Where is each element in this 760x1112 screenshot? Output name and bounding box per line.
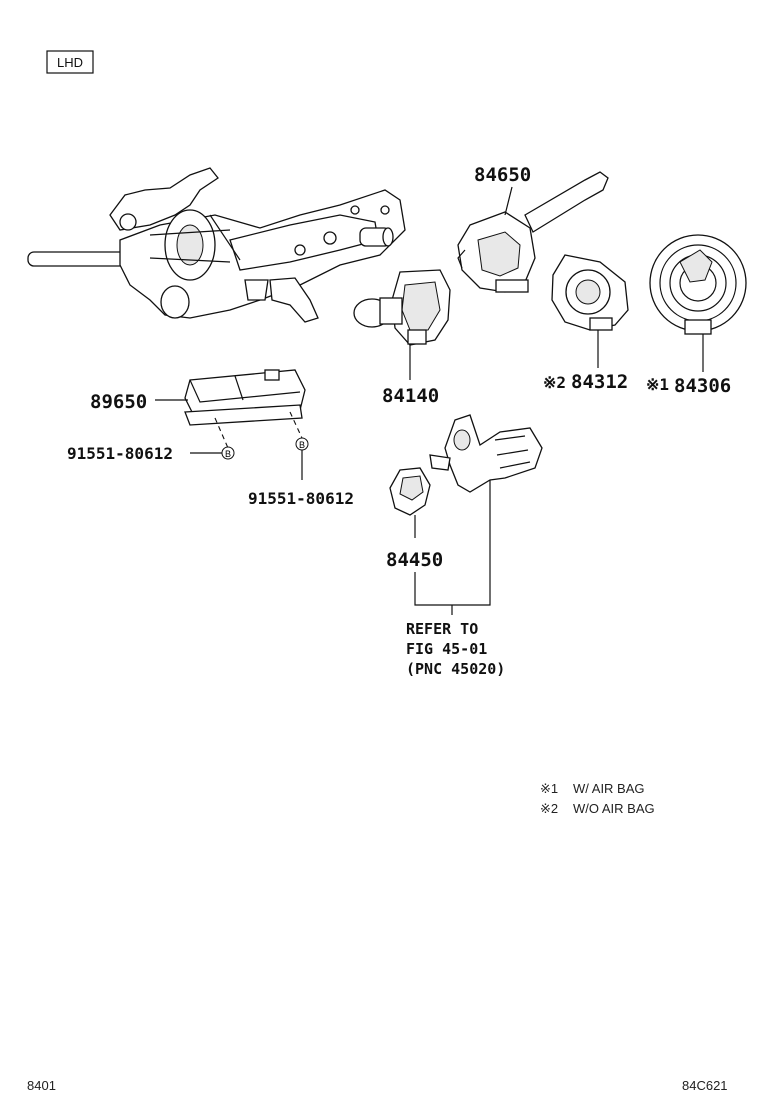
clip-letter-b: B	[299, 440, 305, 450]
spiral-cable-84312-drawing	[551, 254, 629, 331]
clip-marker-a: B	[221, 446, 235, 460]
steering-column-drawing	[27, 167, 406, 323]
clip-letter-a: B	[225, 449, 231, 459]
footer-right-code: 84C621	[682, 1078, 728, 1093]
refer-line-2: FIG 45-01	[406, 640, 487, 658]
note-2-text: W/O AIR BAG	[573, 801, 655, 816]
part-number-91551-b: 91551-80612	[248, 489, 354, 508]
switch-84140-drawing	[353, 269, 451, 346]
ecu-89650-drawing	[184, 369, 306, 426]
lhd-label: LHD	[57, 55, 83, 70]
footer-left-code: 8401	[27, 1078, 56, 1093]
part-number-84306: 84306	[674, 375, 731, 397]
clip-marker-b: B	[295, 437, 309, 451]
switch-84450-drawing	[389, 467, 431, 516]
part-number-89650: 89650	[90, 391, 147, 413]
lock-assembly-drawing	[429, 414, 543, 493]
mark-84306: ※1	[646, 375, 669, 394]
leader-lines	[155, 186, 704, 615]
refer-line-3: (PNC 45020)	[406, 660, 505, 678]
lhd-badge: LHD	[46, 50, 94, 74]
spiral-cable-84306-drawing	[649, 234, 747, 335]
part-number-84312: 84312	[571, 371, 628, 393]
part-number-84140: 84140	[382, 385, 439, 407]
combination-switch-drawing	[457, 171, 609, 293]
part-number-84450: 84450	[386, 549, 443, 571]
part-number-84650: 84650	[474, 164, 531, 186]
note-2-mark: ※2	[540, 801, 558, 816]
note-1-text: W/ AIR BAG	[573, 781, 645, 796]
note-1-mark: ※1	[540, 781, 558, 796]
part-number-91551-a: 91551-80612	[67, 444, 173, 463]
refer-line-1: REFER TO	[406, 620, 478, 638]
mark-84312: ※2	[543, 373, 566, 392]
